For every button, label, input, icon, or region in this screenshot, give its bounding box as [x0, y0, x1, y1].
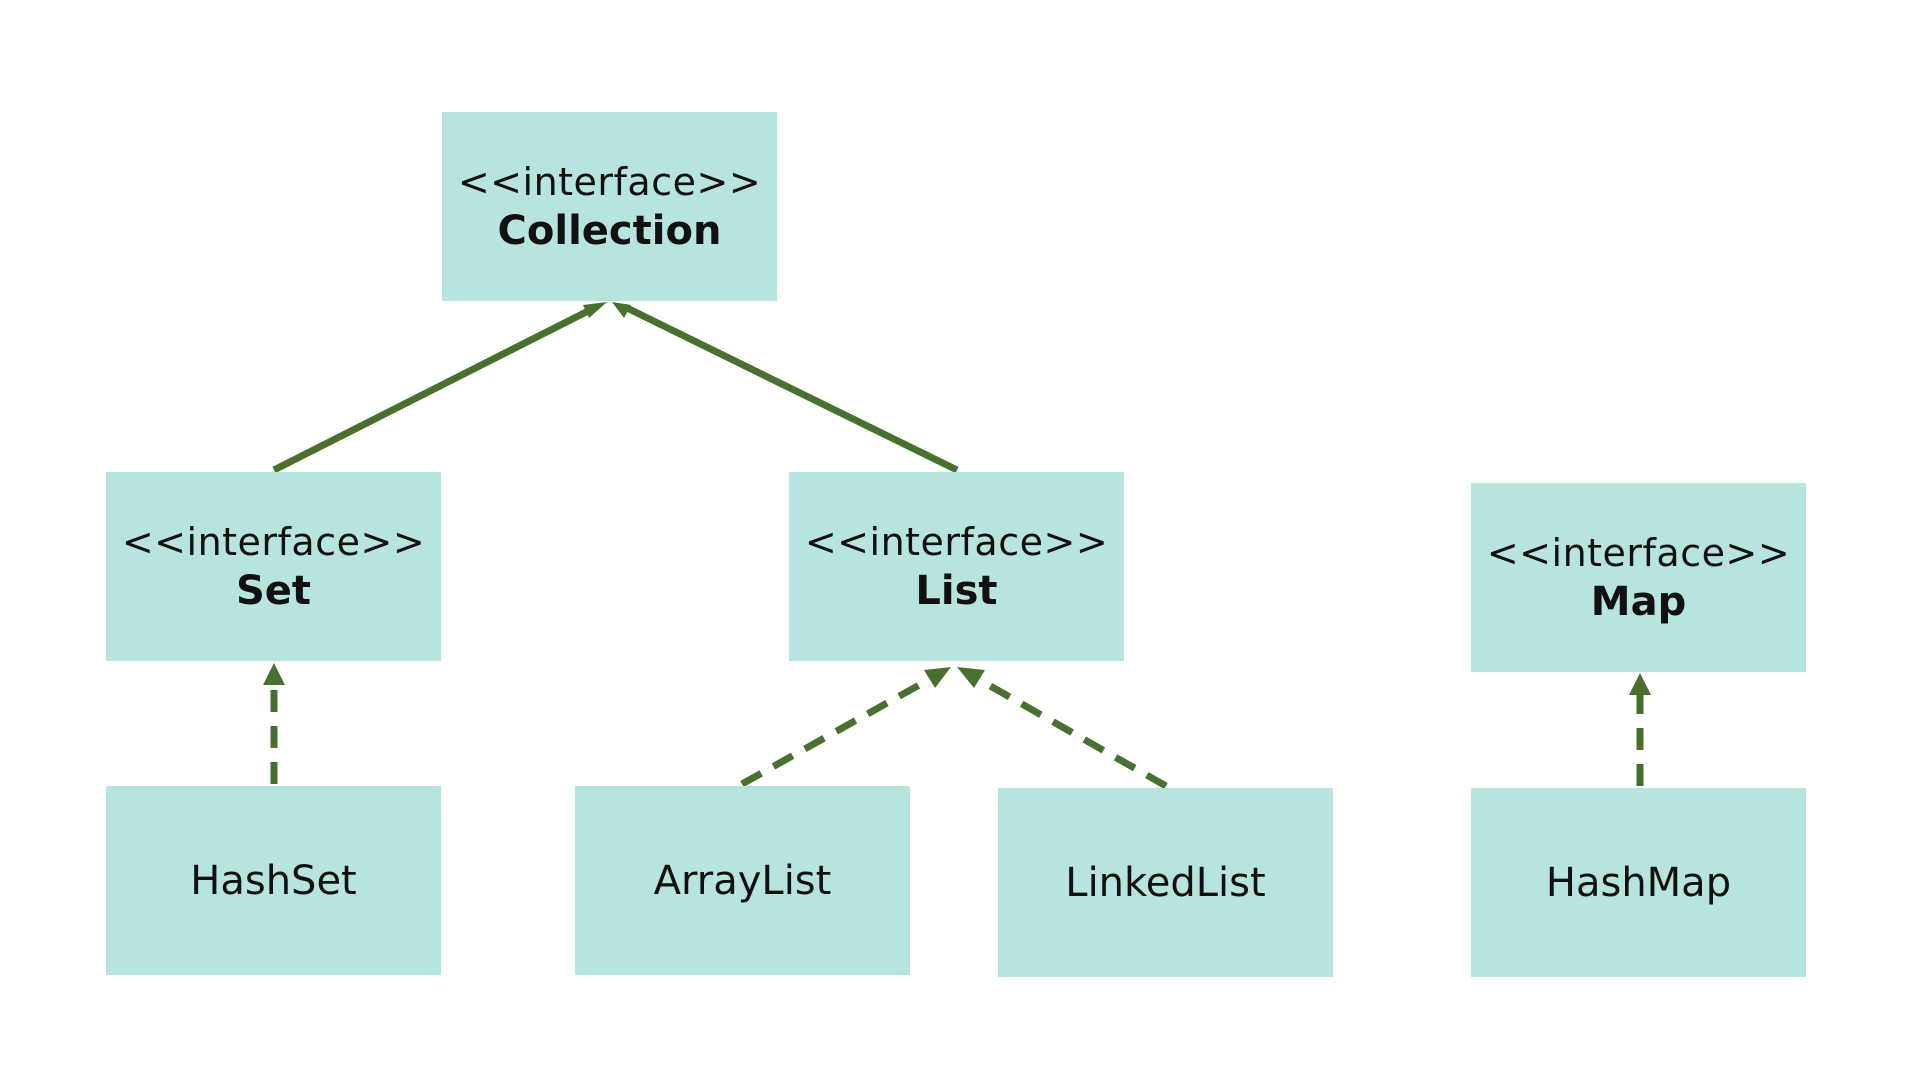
stereotype-label: <<interface>>	[457, 159, 762, 204]
class-box-hashset: HashSet	[106, 786, 441, 975]
arrowhead-icon	[583, 302, 607, 318]
interface-name: List	[915, 567, 998, 614]
edge-set-to-collection	[272, 302, 607, 474]
arrowhead-icon	[957, 667, 985, 688]
class-box-map: <<interface>> Map	[1471, 483, 1806, 672]
interface-name: Collection	[497, 207, 722, 254]
edge-linkedlist-to-list	[957, 667, 1168, 790]
interface-name: Map	[1590, 578, 1687, 625]
edge-hashset-to-set	[263, 663, 285, 784]
arrowhead-icon	[612, 302, 631, 318]
class-name: LinkedList	[1065, 859, 1266, 906]
arrowhead-icon	[1629, 673, 1651, 695]
class-box-collection: <<interface>> Collection	[442, 112, 777, 301]
interface-name: Set	[235, 567, 312, 614]
class-name: ArrayList	[653, 857, 832, 904]
class-box-arraylist: ArrayList	[575, 786, 910, 975]
edge-hashmap-to-map	[1629, 673, 1651, 786]
class-name: HashMap	[1545, 859, 1732, 906]
stereotype-label: <<interface>>	[804, 519, 1109, 564]
edge-arraylist-to-list	[740, 667, 951, 788]
class-box-list: <<interface>> List	[789, 472, 1124, 661]
stereotype-label: <<interface>>	[121, 519, 426, 564]
class-box-set: <<interface>> Set	[106, 472, 441, 661]
edge-list-to-collection	[612, 302, 959, 474]
arrowhead-icon	[263, 663, 285, 685]
stereotype-label: <<interface>>	[1486, 530, 1791, 575]
class-box-linkedlist: LinkedList	[998, 788, 1333, 977]
arrowhead-icon	[924, 667, 951, 688]
class-box-hashmap: HashMap	[1471, 788, 1806, 977]
class-name: HashSet	[190, 857, 357, 904]
